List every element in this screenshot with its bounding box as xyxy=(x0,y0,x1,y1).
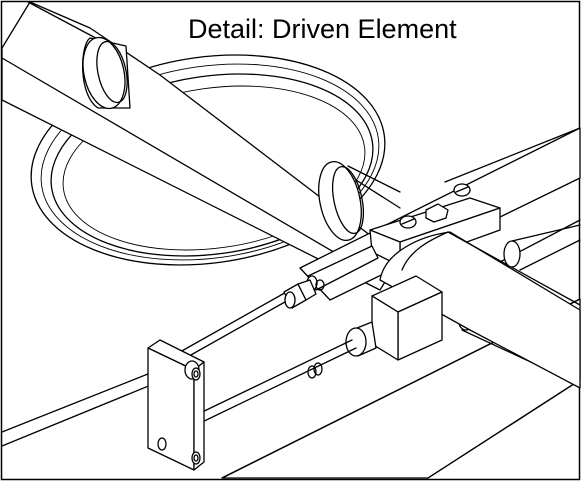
balun-block xyxy=(371,275,443,361)
cross-boom xyxy=(379,224,581,389)
hex-nut xyxy=(425,203,449,223)
coax-rod-left xyxy=(195,339,357,425)
boom-insulator-left xyxy=(82,36,131,110)
coax-strand xyxy=(179,289,293,361)
upper-boom-tube xyxy=(1,1,401,291)
mount-screw-2 xyxy=(453,183,471,197)
coax-connector xyxy=(283,279,317,309)
bracket-hole-3 xyxy=(191,451,201,465)
bracket-hole-1 xyxy=(191,367,201,381)
mount-screw-1 xyxy=(399,215,417,229)
boom-insulator-right xyxy=(318,161,401,241)
bracket-hole-2 xyxy=(157,437,167,451)
mounting-bracket xyxy=(147,339,205,471)
balun-connector-left xyxy=(345,321,377,357)
diagram-title: Detail: Driven Element xyxy=(188,14,457,44)
coax-coil xyxy=(30,54,386,266)
coax-rod-joint xyxy=(307,362,323,379)
element-rod-left xyxy=(1,365,169,447)
